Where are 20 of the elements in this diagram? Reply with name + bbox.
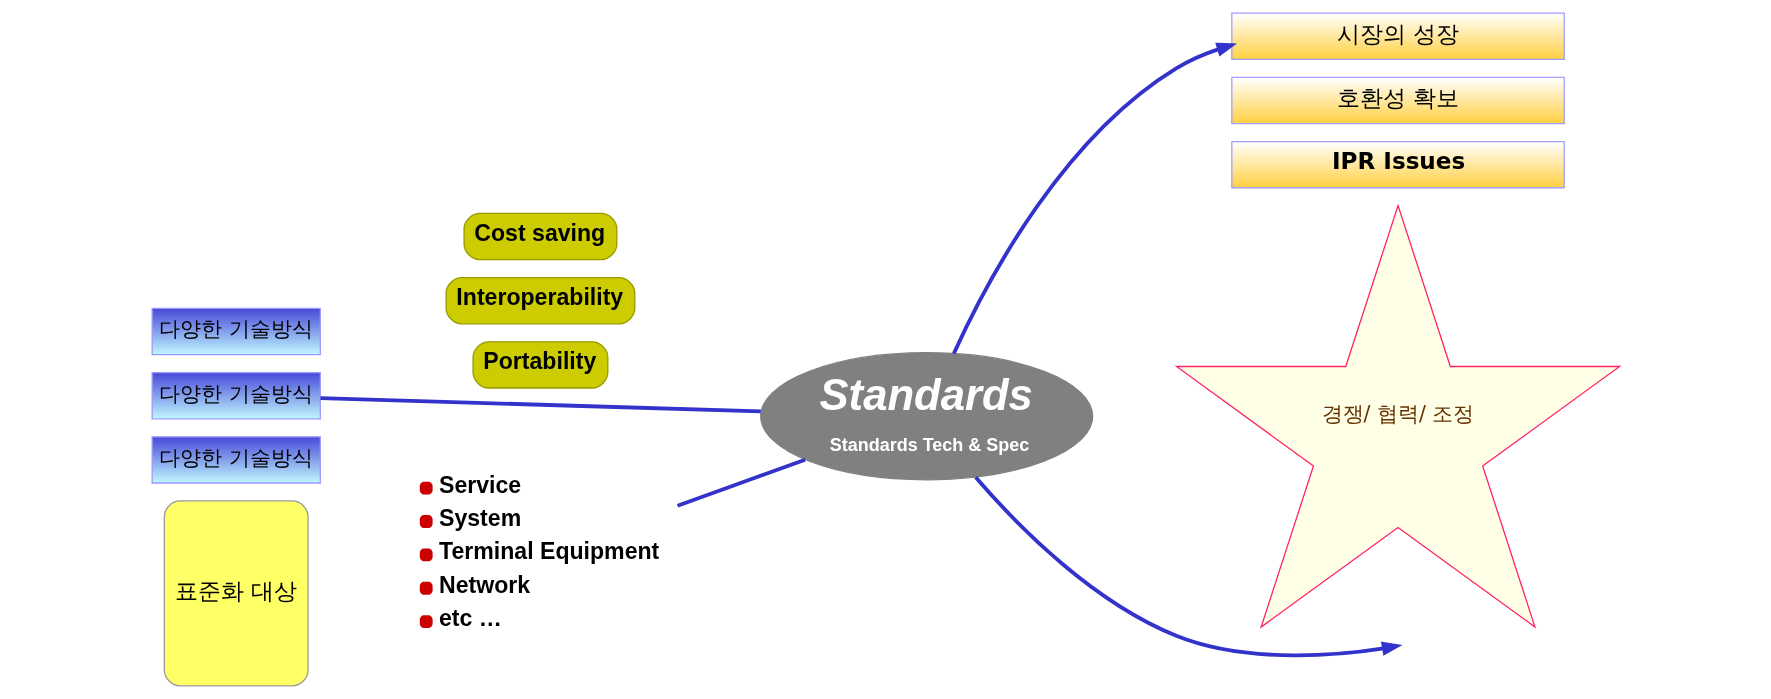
node-label: Service: [438, 471, 521, 498]
node-label: Terminal Equipment: [438, 538, 659, 565]
node-box: 표준화 대상: [163, 500, 309, 687]
node-label: etc …: [438, 605, 502, 631]
connector: [319, 396, 761, 414]
node-box: Portability: [471, 341, 608, 389]
node-box: 다양한 기술방식: [151, 371, 321, 420]
node-box: 다양한 기술방식: [151, 436, 321, 484]
node-box: 시장의 성장: [1230, 12, 1565, 61]
node-box: 호환성 확보: [1230, 76, 1565, 125]
node-label: Network: [438, 571, 530, 598]
node-label: System: [438, 504, 521, 531]
connector: [676, 457, 806, 508]
arrow: [973, 475, 1402, 658]
node-ellipse: Standards Standards Tech & Spec: [759, 352, 1093, 481]
node-box: 다양한 기술방식: [151, 307, 321, 356]
node-box: Cost saving: [462, 212, 617, 261]
node-box: IPR Issues: [1230, 140, 1565, 189]
arrow: [951, 42, 1237, 355]
node-box: Interoperability: [444, 276, 635, 325]
